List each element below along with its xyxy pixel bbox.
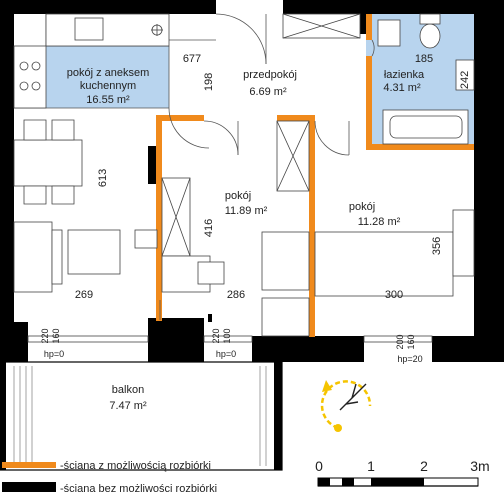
window2-width: 220 (211, 328, 221, 343)
scale-3m: 3m (470, 458, 489, 474)
sill-height-2: hp=0 (216, 349, 236, 359)
window3-height: 160 (406, 334, 416, 349)
kitchen-name-2: kuchennym (80, 80, 136, 92)
dim-416: 416 (203, 219, 215, 237)
room-right-area: 11.28 m² (358, 216, 401, 228)
balcony-name: balkon (112, 384, 144, 396)
kitchen-area: 16.55 m² (86, 94, 130, 106)
dim-242: 242 (459, 71, 471, 89)
dim-185: 185 (415, 53, 433, 65)
kitchen-name-1: pokój z aneksem (67, 67, 150, 79)
legend-removable-label: -ściana z możliwością rozbiórki (60, 460, 211, 472)
window1-width: 220 (40, 328, 50, 343)
legend: -ściana z możliwością rozbiórki -ściana … (2, 460, 217, 495)
doors (168, 13, 375, 156)
legend-fixed-label: -ściana bez możliwości rozbiórki (60, 483, 217, 495)
room-mid-name: pokój (225, 190, 251, 202)
bathroom-name: łazienka (384, 69, 425, 81)
sill-height-1: hp=0 (44, 349, 64, 359)
legend-fixed-swatch (2, 482, 56, 492)
dim-286: 286 (227, 289, 245, 301)
scale-1: 1 (367, 458, 375, 474)
bathroom-area: 4.31 m² (383, 82, 421, 94)
dim-269: 269 (75, 289, 93, 301)
dim-300: 300 (385, 289, 403, 301)
hall-name: przedpokój (243, 69, 297, 81)
dimension-labels: 677 198 185 242 613 416 356 269 286 300 … (40, 53, 471, 364)
room-labels: pokój z aneksem kuchennym 16.55 m² przed… (67, 67, 425, 412)
dim-677: 677 (183, 53, 201, 65)
balcony-area (0, 361, 283, 471)
room-mid-area: 11.89 m² (225, 205, 268, 217)
kitchen-counter-fill (46, 46, 169, 108)
legend-removable-swatch (2, 462, 56, 468)
scale-bar: 0 1 2 3m (315, 458, 490, 487)
scale-0: 0 (315, 458, 323, 474)
hall-area: 6.69 m² (249, 86, 287, 98)
balcony-area: 7.47 m² (109, 400, 147, 412)
compass-north-arrow-icon (320, 380, 372, 432)
furniture (13, 13, 475, 343)
dim-198: 198 (203, 73, 215, 91)
sill-height-3: hp=20 (397, 354, 422, 364)
fixed-walls (0, 0, 504, 362)
window2-height: 100 (222, 328, 232, 343)
room-right-name: pokój (349, 201, 375, 213)
dim-613: 613 (97, 169, 109, 187)
removable-walls (156, 14, 474, 337)
window1-height: 160 (51, 328, 61, 343)
window3-width: 200 (395, 334, 405, 349)
dim-356: 356 (431, 237, 443, 255)
scale-2: 2 (420, 458, 428, 474)
